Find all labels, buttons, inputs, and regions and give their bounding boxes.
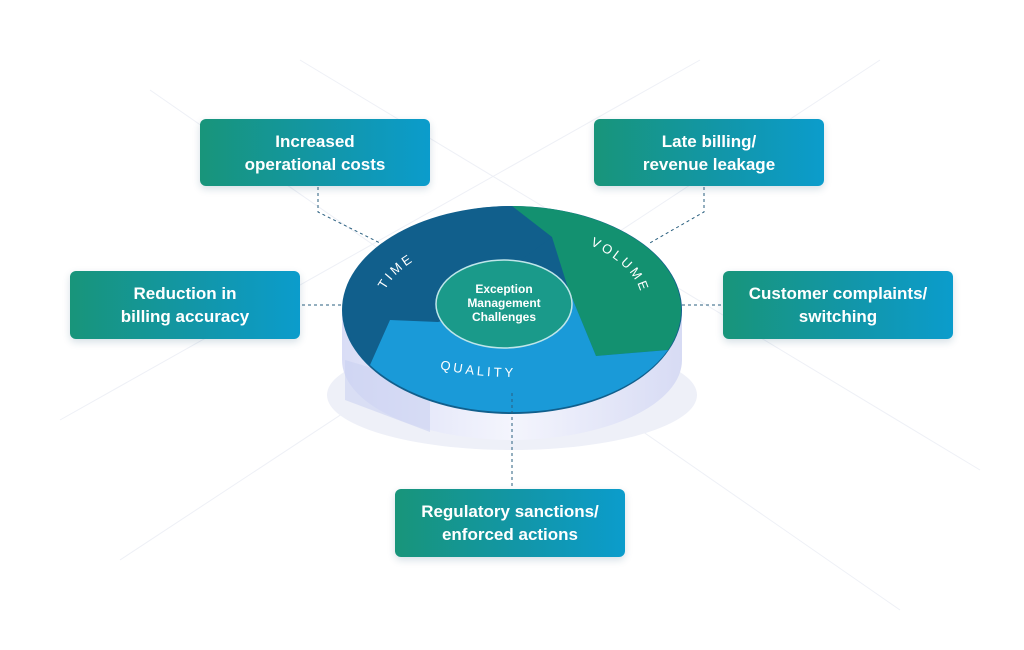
callout-billing-accuracy: Reduction in billing accuracy xyxy=(70,271,300,339)
center-label-line3: Challenges xyxy=(472,310,536,324)
callout-accuracy-line1: Reduction in xyxy=(133,284,237,303)
center-label-line1: Exception xyxy=(475,282,532,296)
connector-late-billing xyxy=(647,181,705,245)
center-label-line2: Management xyxy=(467,296,540,310)
callout-regulatory-line1: Regulatory sanctions/ xyxy=(421,502,599,521)
center-hub[interactable] xyxy=(435,259,573,349)
callout-complaints-line2: switching xyxy=(798,307,878,326)
callout-regulatory-line2: enforced actions xyxy=(441,525,579,544)
callout-complaints-line1: Customer complaints/ xyxy=(748,284,928,303)
connector-costs xyxy=(317,181,383,245)
callout-customer-complaints: Customer complaints/ switching xyxy=(723,271,953,339)
callout-regulatory-sanctions: Regulatory sanctions/ enforced actions xyxy=(395,489,625,557)
disc-side-accent xyxy=(345,360,430,432)
callout-costs-line1: Increased xyxy=(275,131,355,151)
callout-accuracy-line2: billing accuracy xyxy=(120,307,250,326)
callout-costs-line2: operational costs xyxy=(244,154,386,174)
callout-increased-operational-costs: Increased operational costs xyxy=(200,119,430,186)
segment-quality[interactable] xyxy=(370,288,668,413)
callout-late-line2: revenue leakage xyxy=(642,154,776,174)
callout-late-line1: Late billing/ xyxy=(661,131,757,151)
callout-late-billing: Late billing/ revenue leakage xyxy=(594,119,824,186)
segment-volume[interactable] xyxy=(512,206,682,356)
